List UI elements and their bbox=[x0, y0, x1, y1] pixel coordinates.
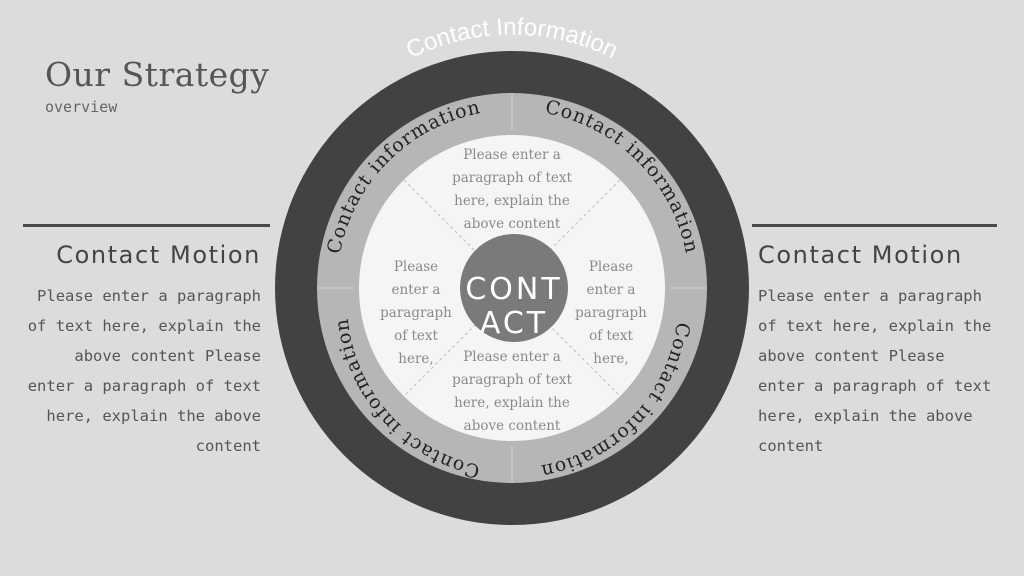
left-divider bbox=[23, 224, 270, 227]
right-panel-line: content bbox=[758, 437, 824, 455]
left-panel-line: enter a paragraph of text bbox=[27, 377, 261, 395]
left-panel-line: here, explain the above bbox=[46, 407, 261, 425]
right-panel-line: here, explain the above bbox=[758, 407, 973, 425]
wedge-text-line: above content bbox=[464, 216, 561, 232]
center-label-line: ACT bbox=[480, 306, 548, 341]
right-divider bbox=[752, 224, 997, 227]
left-panel-heading: Contact Motion bbox=[56, 241, 261, 269]
left-panel-line: Please enter a paragraph bbox=[37, 287, 261, 305]
wedge-text-line: Please bbox=[394, 259, 438, 275]
wedge-text-line: above content bbox=[464, 418, 561, 434]
wedge-left: Please enter a paragraph of text here, bbox=[380, 259, 452, 367]
right-panel-heading: Contact Motion bbox=[758, 241, 963, 269]
center-label-line: CONT bbox=[465, 272, 562, 307]
wedge-text-line: Please enter a bbox=[463, 349, 561, 365]
wedge-text-line: here, explain the bbox=[454, 193, 570, 209]
page-subtitle: overview bbox=[45, 98, 118, 116]
wedge-bottom: Please enter a paragraph of text here, e… bbox=[452, 349, 572, 434]
left-panel-line: content bbox=[195, 437, 261, 455]
right-panel-line: Please enter a paragraph bbox=[758, 287, 982, 305]
right-panel-line: above content Please bbox=[758, 347, 945, 365]
right-panel-body: Please enter a paragraph of text here, e… bbox=[758, 281, 1008, 461]
wedge-text-line: paragraph of text bbox=[452, 372, 572, 388]
page-title: Our Strategy bbox=[45, 55, 270, 94]
left-panel-line: above content Please bbox=[74, 347, 261, 365]
wedge-text-line: of text bbox=[394, 328, 438, 344]
left-panel-line: of text here, explain the bbox=[27, 317, 261, 335]
right-panel-line: of text here, explain the bbox=[758, 317, 992, 335]
wedge-text-line: here, bbox=[398, 351, 433, 367]
wedge-text-line: here, bbox=[593, 351, 628, 367]
wedge-text-line: paragraph of text bbox=[452, 170, 572, 186]
center-circle bbox=[460, 234, 568, 342]
wedge-text-line: paragraph bbox=[575, 305, 647, 321]
wedge-text-line: of text bbox=[589, 328, 633, 344]
wedge-text-line: paragraph bbox=[380, 305, 452, 321]
wedge-text-line: enter a bbox=[587, 282, 636, 298]
wedge-top: Please enter a paragraph of text here, e… bbox=[452, 147, 572, 232]
wedge-text-line: here, explain the bbox=[454, 395, 570, 411]
left-panel-body: Please enter a paragraph of text here, e… bbox=[11, 281, 261, 461]
right-panel-line: enter a paragraph of text bbox=[758, 377, 992, 395]
wedge-text-line: Please bbox=[589, 259, 633, 275]
wedge-right: Please enter a paragraph of text here, bbox=[575, 259, 647, 367]
wedge-text-line: Please enter a bbox=[463, 147, 561, 163]
wedge-text-line: enter a bbox=[392, 282, 441, 298]
